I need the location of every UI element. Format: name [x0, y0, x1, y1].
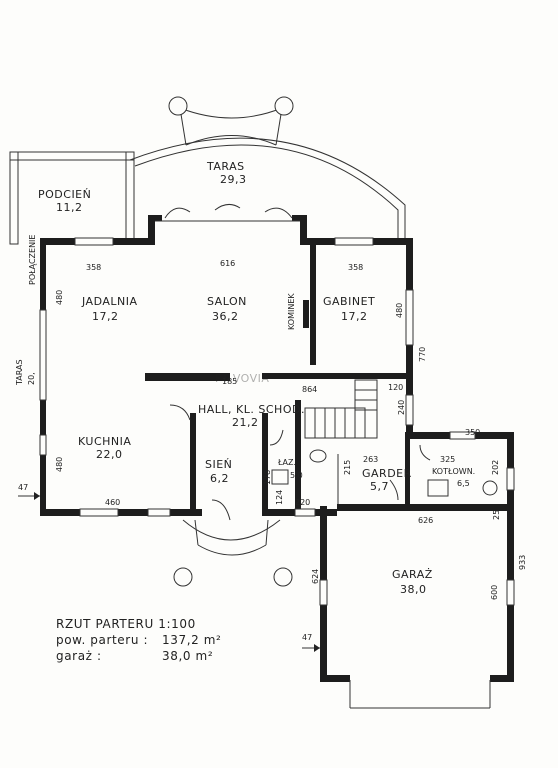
dim-480-gabinet: 480 — [395, 303, 404, 318]
legend-line2-label: garaż : — [56, 649, 102, 663]
dim-864: 864 — [302, 385, 317, 394]
dim-220: 220 — [295, 498, 310, 507]
room-area-kuchnia: 22,0 — [96, 448, 123, 461]
dim-178: 178 — [263, 470, 272, 485]
dim-358-right: 358 — [348, 263, 363, 272]
salon-bay-doors — [155, 204, 300, 222]
dim-215: 215 — [343, 460, 352, 475]
dim-240: 240 — [397, 400, 406, 415]
room-name-garaz: GARAŻ — [392, 568, 433, 581]
room-area-garaz: 38,0 — [400, 583, 427, 596]
room-name-salon: SALON — [207, 295, 247, 308]
dim-933: 933 — [518, 555, 527, 570]
room-name-lazienka: ŁAZ. — [277, 458, 296, 467]
dim-480-kuchnia: 480 — [55, 457, 64, 472]
room-area-lazienka: 5,0 — [290, 471, 303, 480]
room-name-podcien: PODCIEŃ — [38, 188, 91, 201]
dim-325: 325 — [440, 455, 455, 464]
bathroom-fixtures — [271, 449, 498, 504]
room-name-taras-side: TARAS — [15, 359, 24, 386]
room-area-kotlownia: 6,5 — [457, 479, 470, 488]
label-polaczenie: POŁĄCZENIE — [28, 235, 37, 285]
dim-25: 25 — [492, 510, 501, 520]
windows — [39, 237, 515, 606]
dim-185: 185 — [222, 377, 237, 386]
room-area-garder: 5,7 — [370, 480, 389, 493]
dim-600: 600 — [490, 585, 499, 600]
dim-624: 624 — [311, 569, 320, 584]
dim-124: 124 — [275, 490, 284, 505]
fireplace — [303, 300, 309, 328]
room-area-jadalnia: 17,2 — [92, 310, 119, 323]
staircase — [304, 379, 378, 439]
room-name-garder: GARDER — [362, 467, 412, 480]
room-name-kuchnia: KUCHNIA — [78, 435, 131, 448]
dim-202: 202 — [491, 460, 500, 475]
room-name-kotlownia: KOTŁOWN. — [432, 467, 475, 476]
room-name-hall: HALL, KL. SCHOD. — [198, 403, 305, 416]
room-name-jadalnia: JADALNIA — [81, 295, 138, 308]
legend-line1-value: 137,2 m² — [162, 633, 221, 647]
dim-770: 770 — [418, 347, 427, 362]
dim-358-left: 358 — [86, 263, 101, 272]
section-mark-left-label: 47 — [18, 483, 28, 492]
dim-120: 120 — [388, 383, 403, 392]
room-area-hall: 21,2 — [232, 416, 259, 429]
room-name-sien: SIEŃ — [205, 458, 232, 471]
dim-480-jadalnia: 480 — [55, 290, 64, 305]
watermark: FT VOVIA — [215, 372, 269, 385]
room-area-salon: 36,2 — [212, 310, 239, 323]
room-area-sien: 6,2 — [210, 472, 229, 485]
interior-doors — [169, 404, 431, 521]
dim-350: 350 — [465, 428, 480, 437]
garage-walls — [320, 506, 514, 709]
room-area-taras-top: 29,3 — [220, 173, 247, 186]
section-mark-bottom: 47 — [302, 633, 320, 652]
dim-626: 626 — [418, 516, 433, 525]
top-terrace-outline — [129, 96, 406, 240]
dim-616: 616 — [220, 259, 235, 268]
section-mark-left: 47 — [18, 483, 40, 500]
legend-line2-value: 38,0 m² — [162, 649, 213, 663]
room-name-taras-top: TARAS — [206, 160, 245, 173]
dim-263: 263 — [363, 455, 378, 464]
plan-legend: RZUT PARTERU 1:100 pow. parteru : 137,2 … — [56, 617, 221, 663]
label-kominek: KOMINEK — [287, 293, 296, 330]
room-name-gabinet: GABINET — [323, 295, 375, 308]
room-area-taras-side: 20, — [27, 372, 36, 385]
room-area-podcien: 11,2 — [56, 201, 83, 214]
legend-line1-label: pow. parteru : — [56, 633, 148, 647]
section-mark-bottom-label: 47 — [302, 633, 312, 642]
legend-title: RZUT PARTERU 1:100 — [56, 617, 196, 631]
room-area-gabinet: 17,2 — [341, 310, 368, 323]
dim-460: 460 — [105, 498, 120, 507]
entrance-steps — [173, 519, 293, 587]
